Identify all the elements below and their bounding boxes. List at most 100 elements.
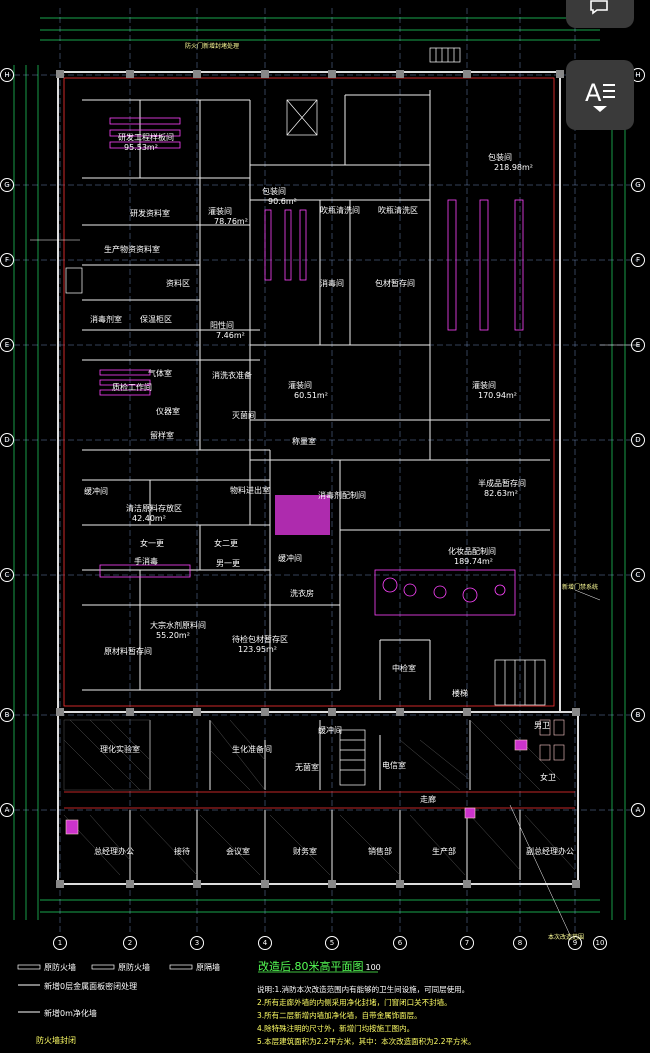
outer-walls [57,71,579,885]
room-label: 洗衣房 [290,589,314,598]
grid-axis-y-label: C [631,568,645,582]
room-label: 化妆品配制间 [448,547,496,556]
partitions [82,90,550,880]
note-line: 说明:1.消防本次改造范围内有能够的卫生间设施，可同层使用。 [257,985,470,994]
hatch-areas [63,719,576,876]
room-label: 清洁原料存放区 [126,504,182,513]
room-label: 资料区 [166,279,190,288]
legend-item-6: 防火墙封闭 [36,1036,76,1045]
room-label: 消毒剂配制间 [318,491,366,500]
room-area: 60.51m² [294,391,328,400]
grid-axis-x-label: 4 [258,936,272,950]
room-label: 副总经理办公 [526,847,574,856]
room-label: 半成品暂存间 [478,479,526,488]
drawing-scale: 100 [365,963,381,972]
room-label: 接待 [174,847,190,856]
room-label: 仪器室 [156,407,180,416]
legend-item-2: 原防火墙 [118,963,150,972]
grid-axis-x-label: 9 [568,936,582,950]
room-label: 原材料暂存间 [104,647,152,656]
grid-axis-y-label: B [631,708,645,722]
room-label: 包材暂存间 [375,279,415,288]
legend-item-4: 新增0层金属面板密闭处理 [44,982,138,991]
room-label: 男一更 [216,559,240,568]
room-area: 218.98m² [494,163,533,172]
legend-item-1: 原防火墙 [44,963,76,972]
grid-axis-x-label: 10 [593,936,607,950]
note-line: 4.除特殊注明的尺寸外，新增门均按施工图内。 [257,1024,415,1033]
room-label: 男卫 [534,721,550,730]
room-area: 7.46m² [216,331,245,340]
stair-label: 楼梯 [452,689,468,698]
room-label: 消毒剂室 [90,315,122,324]
toilet-fixtures [65,719,565,835]
grid-axis-y-label: D [631,433,645,447]
room-area: 78.76m² [214,217,248,226]
leader-lines [30,239,640,936]
grid-axis-y-label: B [0,708,14,722]
room-label: 气体室 [148,369,172,378]
grid-axis-y-label: C [0,568,14,582]
room-label: 包装间 [488,153,512,162]
fill-equipment [275,495,330,535]
room-label: 财务室 [293,847,317,856]
grid-axis-x-label: 2 [123,936,137,950]
room-area: 123.95m² [238,645,277,654]
room-label: 研发工程样板间 [118,133,174,142]
room-area: 189.74m² [454,557,493,566]
room-label: 留样室 [150,431,174,440]
text-format-icon: A [585,79,615,105]
room-area: 95.53m² [124,143,158,152]
legend-item-3: 原隔墙 [196,963,220,972]
grid-axis-y-label: E [631,338,645,352]
comment-button[interactable] [566,0,634,28]
note-line: 3.所有二层新增内墙加净化墙，自带金属饰面层。 [257,1011,422,1020]
room-label: 销售部 [368,847,392,856]
room-label: 吹瓶清洗区 [378,206,418,215]
room-area: 170.94m² [478,391,517,400]
equipment [99,117,524,616]
room-label: 走廊 [420,795,436,804]
room-area: 55.20m² [156,631,190,640]
room-label: 保温柜区 [140,315,172,324]
note-line: 2.所有走廊外墙的内侧采用净化封堵，门窗闭口关不封墙。 [257,998,452,1007]
stairs [65,47,546,786]
room-label: 质检工作间 [112,383,152,392]
legend-swatches [17,964,378,1013]
room-label: 缓冲间 [84,487,108,496]
room-label: 总经理办公 [94,847,134,856]
grid-axis-y-label: D [0,433,14,447]
translate-text-button[interactable]: A [566,60,634,130]
grid-axis-x-label: 3 [190,936,204,950]
room-label: 电信室 [382,761,406,770]
room-label: 无菌室 [295,763,319,772]
room-label: 灌装间 [472,381,496,390]
grid-axis-y-label: E [0,338,14,352]
room-area: 90.6m² [268,197,297,206]
room-label: 消洗衣准备 [212,371,252,380]
grid-axis-x-label: 6 [393,936,407,950]
room-label: 缓冲间 [278,554,302,563]
room-label: 女二更 [214,539,238,548]
room-label: 手消毒 [134,557,158,566]
room-label: 生产部 [432,847,456,856]
note-line: 5.本层建筑面积为2.2平方米，其中：本次改造面积为2.2平方米。 [257,1037,476,1046]
grid-axis-x-label: 1 [53,936,67,950]
grid-axis-x-label: 7 [460,936,474,950]
room-label: 大宗水剂原料间 [150,621,206,630]
right-note-2: 本次改造范围 [548,934,585,941]
fire-walls [63,77,575,809]
room-label: 研发资料室 [130,209,170,218]
room-label: 消毒间 [320,279,344,288]
chat-icon [590,0,608,15]
room-area: 82.63m² [484,489,518,498]
room-label: 称量室 [292,437,316,446]
room-label: 女一更 [140,539,164,548]
grid-axis-y-label: A [0,803,14,817]
room-label: 缓冲间 [318,726,342,735]
chevron-down-icon [593,106,607,112]
room-label: 女卫 [540,773,556,782]
grid-axis-x-label: 8 [513,936,527,950]
